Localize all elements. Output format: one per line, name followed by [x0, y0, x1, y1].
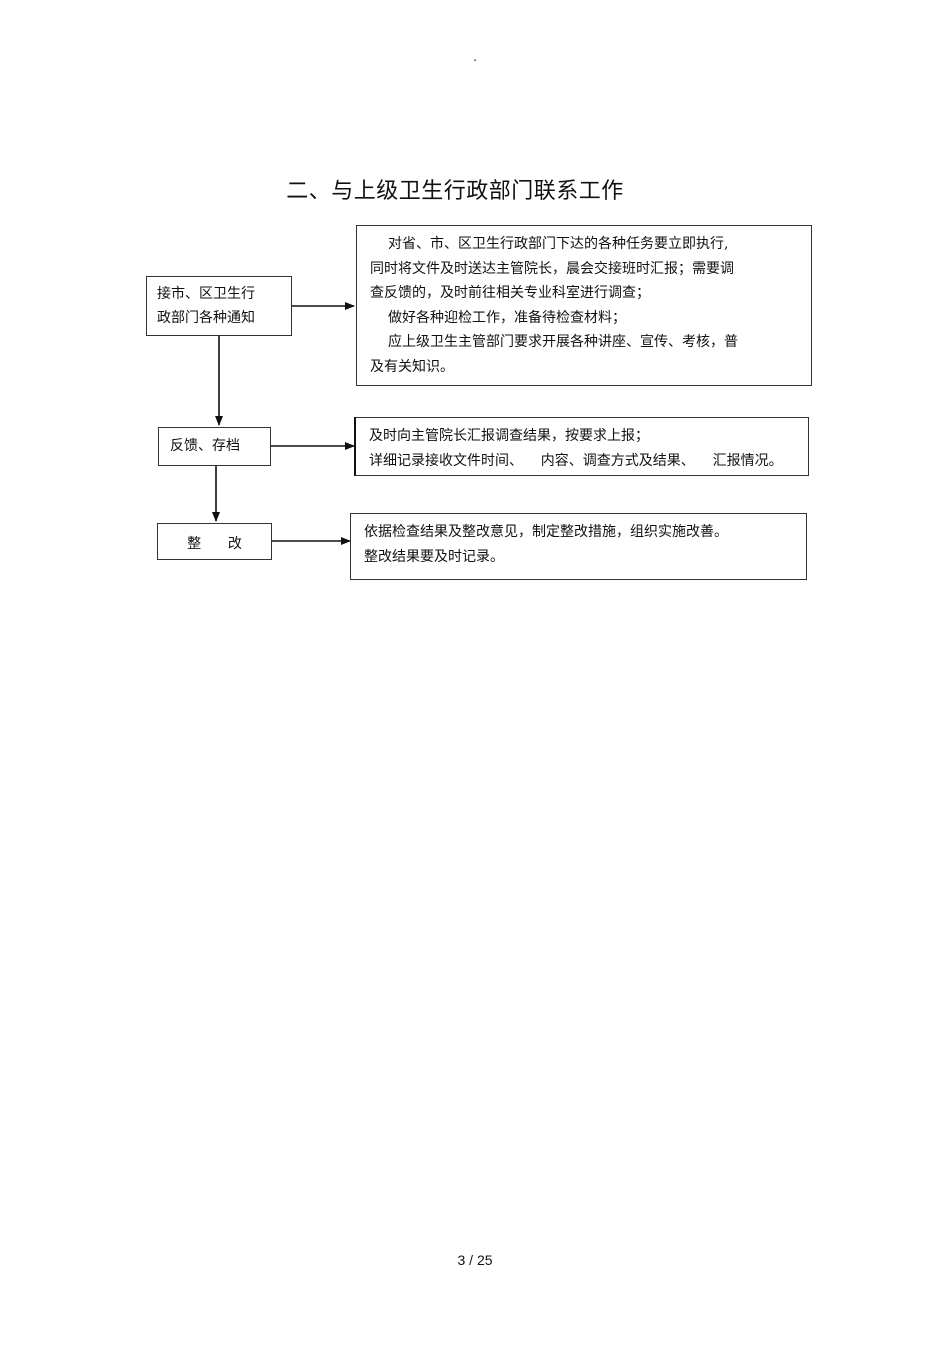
step1-detail-line3: 查反馈的，及时前往相关专业科室进行调查；: [370, 285, 650, 301]
step3-box: 整 改: [157, 523, 272, 560]
step1-label-line2: 政部门各种通知: [157, 310, 255, 326]
step3-detail-line2: 整改结果要及时记录。: [364, 548, 504, 565]
step2-detail-line2: 详细记录接收文件时间、 内容、调查方式及结果、 汇报情况。: [369, 452, 783, 469]
page-title: 二、与上级卫生行政部门联系工作: [286, 179, 624, 204]
step1-detail-line6: 及有关知识。: [370, 358, 454, 375]
step2-detail-box: 及时向主管院长汇报调查结果，按要求上报； 详细记录接收文件时间、 内容、调查方式…: [354, 417, 809, 476]
step2-detail-line1: 及时向主管院长汇报调查结果，按要求上报；: [369, 428, 649, 444]
step1-detail-line4: 做好各种迎检工作，准备待检查材料；: [388, 309, 626, 326]
step3-detail-box: 依据检查结果及整改意见，制定整改措施，组织实施改善。 整改结果要及时记录。: [350, 513, 807, 580]
page-number: 3 / 25: [457, 1252, 493, 1268]
step1-detail-line2: 同时将文件及时送达主管院长，晨会交接班时汇报；需要调: [370, 260, 734, 277]
step1-box: 接市、区卫生行 政部门各种通知: [146, 276, 292, 336]
step3-label: 整 改: [187, 536, 242, 552]
step2-box: 反馈、存档: [158, 427, 271, 466]
step1-detail-line1: 对省、市、区卫生行政部门下达的各种任务要立即执行,: [388, 236, 729, 252]
step1-detail-line5: 应上级卫生主管部门要求开展各种讲座、宣传、考核，普: [388, 334, 738, 350]
step3-detail-line1: 依据检查结果及整改意见，制定整改措施，组织实施改善。: [364, 524, 728, 540]
step1-label-line1: 接市、区卫生行: [157, 286, 255, 302]
step1-detail-box: 对省、市、区卫生行政部门下达的各种任务要立即执行, 同时将文件及时送达主管院长，…: [356, 225, 812, 386]
header-mark: .: [473, 50, 477, 64]
step2-label: 反馈、存档: [170, 438, 240, 454]
